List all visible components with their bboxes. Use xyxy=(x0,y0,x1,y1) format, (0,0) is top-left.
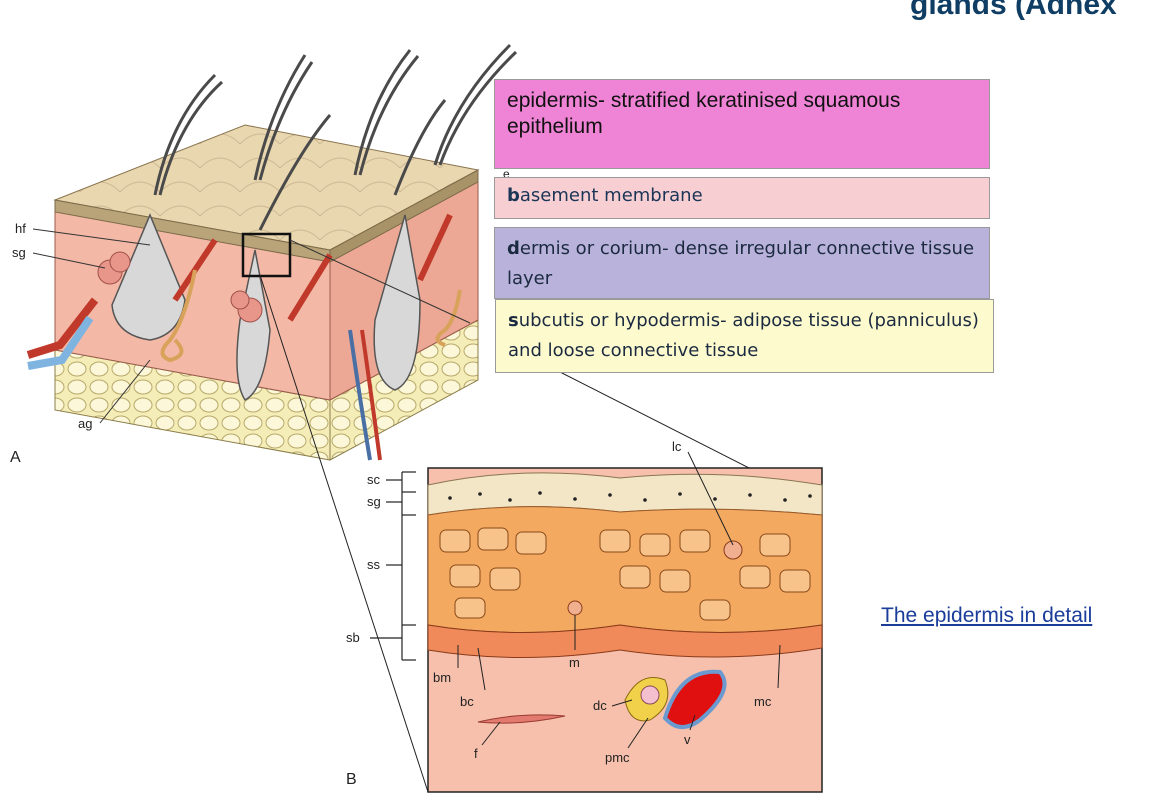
dermis-callout: dermis or corium- dense irregular connec… xyxy=(494,227,990,299)
spinous-cells xyxy=(439,527,811,621)
label-e: e xyxy=(503,167,510,181)
epidermis-detail-link[interactable]: The epidermis in detail xyxy=(881,604,1093,627)
layer-brackets xyxy=(370,471,416,661)
epidermis-callout: epidermis- stratified keratinised squamo… xyxy=(494,79,990,169)
panel-label-a: A xyxy=(10,449,21,466)
label-m: m xyxy=(569,655,580,670)
label-ag: ag xyxy=(78,416,92,431)
figure-b: sc sg ss sb lc bm bc m dc mc f pmc v B xyxy=(346,439,823,793)
subcutis-callout: subcutis or hypodermis- adipose tissue (… xyxy=(495,299,994,373)
melanocyte xyxy=(567,600,583,616)
label-bm: bm xyxy=(433,670,451,685)
granule-dots xyxy=(448,491,812,502)
label-lc: lc xyxy=(672,439,682,454)
basement-text: asement membrane xyxy=(519,185,703,206)
label-sg: sg xyxy=(12,245,26,260)
sweat-glands xyxy=(160,269,462,363)
dermis-text: ermis or corium- dense irregular connect… xyxy=(507,238,975,289)
layer-label-sg: sg xyxy=(367,494,381,509)
label-dc: dc xyxy=(593,698,607,713)
blood-vessels xyxy=(26,297,382,461)
hair-follicles xyxy=(111,213,421,401)
subcutis-first-letter: s xyxy=(508,310,519,331)
stratum-basale xyxy=(427,624,823,658)
label-v: v xyxy=(684,732,691,747)
panel-label-b: B xyxy=(346,771,357,788)
subcutis-text: ubcutis or hypodermis- adipose tissue (p… xyxy=(508,310,979,361)
dermis-first-letter: d xyxy=(507,238,520,259)
layer-label-sb: sb xyxy=(346,630,360,645)
hair-shafts xyxy=(153,43,518,231)
zoom-square xyxy=(241,232,292,278)
langerhans-cell xyxy=(723,540,743,560)
label-f: f xyxy=(474,746,478,761)
slide-title: glands (Adnex xyxy=(910,0,1117,21)
figure-a: hf sg ag e A xyxy=(10,43,518,466)
label-hf: hf xyxy=(15,221,26,236)
epidermis-text: pidermis- stratified keratinised squamou… xyxy=(507,89,901,138)
label-bc: bc xyxy=(460,694,474,709)
dermal-cell-nucleus xyxy=(640,685,660,705)
blood-vessel xyxy=(662,669,727,729)
basement-first-letter: b xyxy=(507,185,520,206)
sebaceous-glands xyxy=(97,251,263,323)
fibroblast xyxy=(477,714,566,724)
layer-label-sc: sc xyxy=(367,472,381,487)
epidermis-first-letter: e xyxy=(507,89,519,112)
label-pmc: pmc xyxy=(605,750,630,765)
basement-membrane-callout: basement membrane xyxy=(494,177,990,219)
layer-label-ss: ss xyxy=(367,557,381,572)
label-mc: mc xyxy=(754,694,772,709)
